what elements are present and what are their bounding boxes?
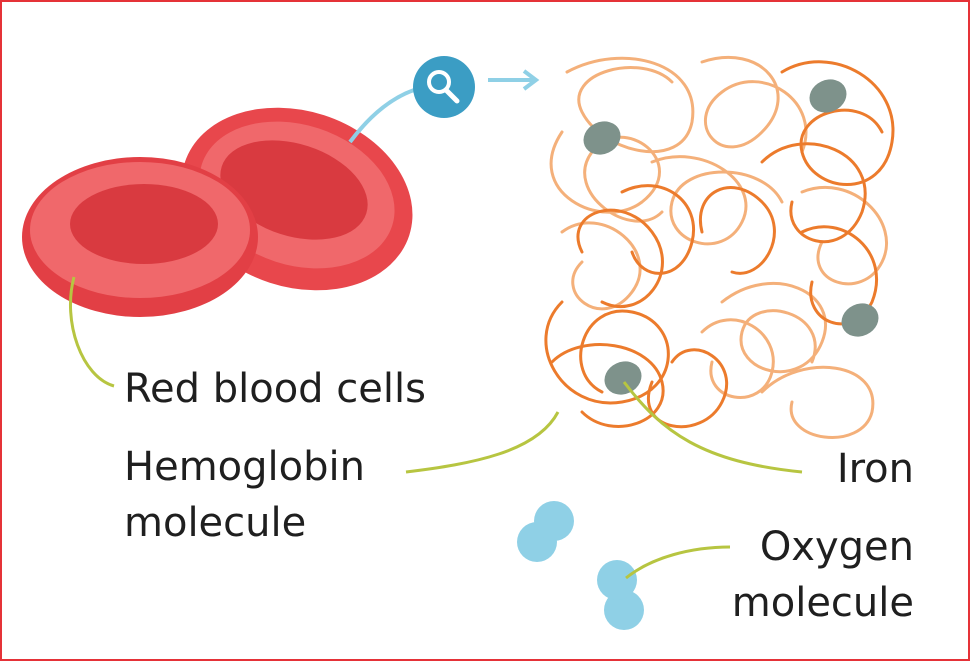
label-hemoglobin-line1: Hemoglobin (124, 444, 365, 490)
label-oxygen-line2: molecule (731, 580, 914, 626)
iron-atom (809, 79, 847, 113)
label-hemoglobin-line2: molecule (124, 500, 307, 546)
iron-atom (841, 303, 879, 337)
red-blood-cells (22, 107, 413, 317)
label-oxygen-line1: Oxygen (759, 524, 914, 570)
leader-oxygen (625, 545, 731, 580)
arrow-right-icon (488, 69, 540, 91)
leader-lines (69, 276, 803, 580)
hemoglobin-molecule (544, 55, 895, 439)
leader-red-blood-cells (69, 276, 115, 388)
iron-atom (604, 361, 642, 395)
magnifier-connector (348, 88, 415, 144)
iron-atom (583, 121, 621, 155)
leader-iron (622, 381, 803, 474)
iron-atoms (583, 79, 879, 395)
oxygen-molecule-lower (597, 560, 644, 630)
oxygen-molecule-upper (517, 501, 574, 562)
magnifier-icon (413, 56, 475, 118)
leader-hemoglobin (405, 411, 560, 474)
label-iron: Iron (836, 446, 914, 492)
label-red-blood-cells: Red blood cells (124, 366, 426, 412)
red-blood-cell-front (22, 157, 258, 317)
